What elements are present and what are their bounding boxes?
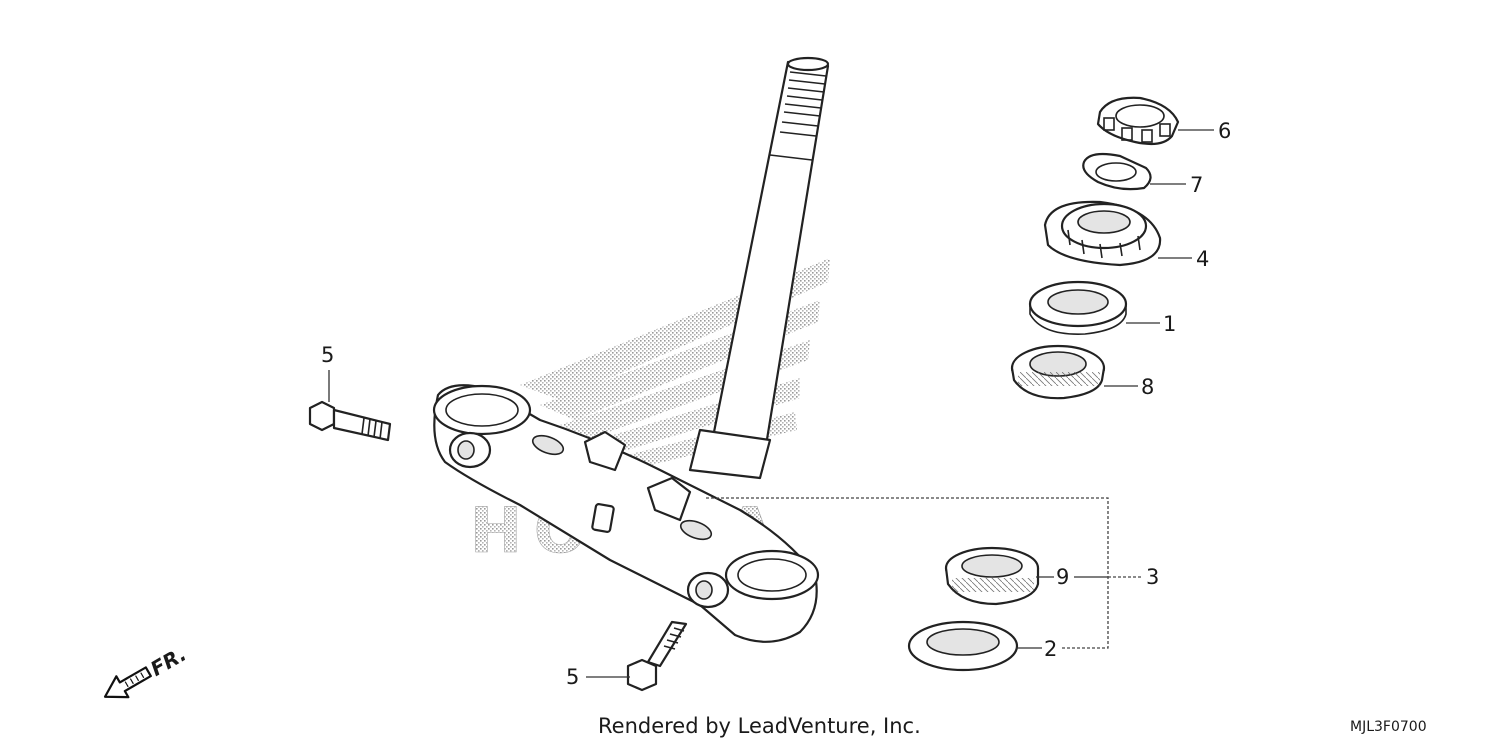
callout-8[interactable]: 8 (1141, 375, 1154, 399)
front-arrow-icon (103, 666, 152, 699)
callout-2[interactable]: 2 (1044, 637, 1057, 661)
callout-4[interactable]: 4 (1196, 247, 1209, 271)
leader-lines (328, 129, 1214, 678)
footer-credit: Rendered by LeadVenture, Inc. (598, 714, 921, 738)
lock-nut-6 (1096, 96, 1180, 146)
callout-5-upper[interactable]: 5 (321, 343, 334, 367)
lower-bearing-9 (944, 546, 1040, 606)
lock-washer-7 (1082, 152, 1152, 191)
bolt-5-lower (626, 620, 688, 692)
front-direction-indicator: FR. (103, 642, 190, 699)
callout-1[interactable]: 1 (1163, 312, 1176, 336)
diagram-code: MJL3F0700 (1350, 719, 1427, 735)
dust-seal-1 (1028, 280, 1128, 335)
callout-6[interactable]: 6 (1218, 119, 1231, 143)
callout-9[interactable]: 9 (1056, 565, 1069, 589)
front-label: FR. (146, 642, 190, 681)
steering-stem-assembly (432, 56, 830, 643)
bearing-8 (1010, 344, 1106, 400)
callout-5-lower[interactable]: 5 (566, 665, 579, 689)
bolt-5-upper (308, 400, 392, 442)
callout-3[interactable]: 3 (1146, 565, 1159, 589)
lower-dust-seal-2 (907, 620, 1019, 672)
adjusting-nut-4 (1043, 200, 1162, 267)
callout-7[interactable]: 7 (1190, 173, 1203, 197)
